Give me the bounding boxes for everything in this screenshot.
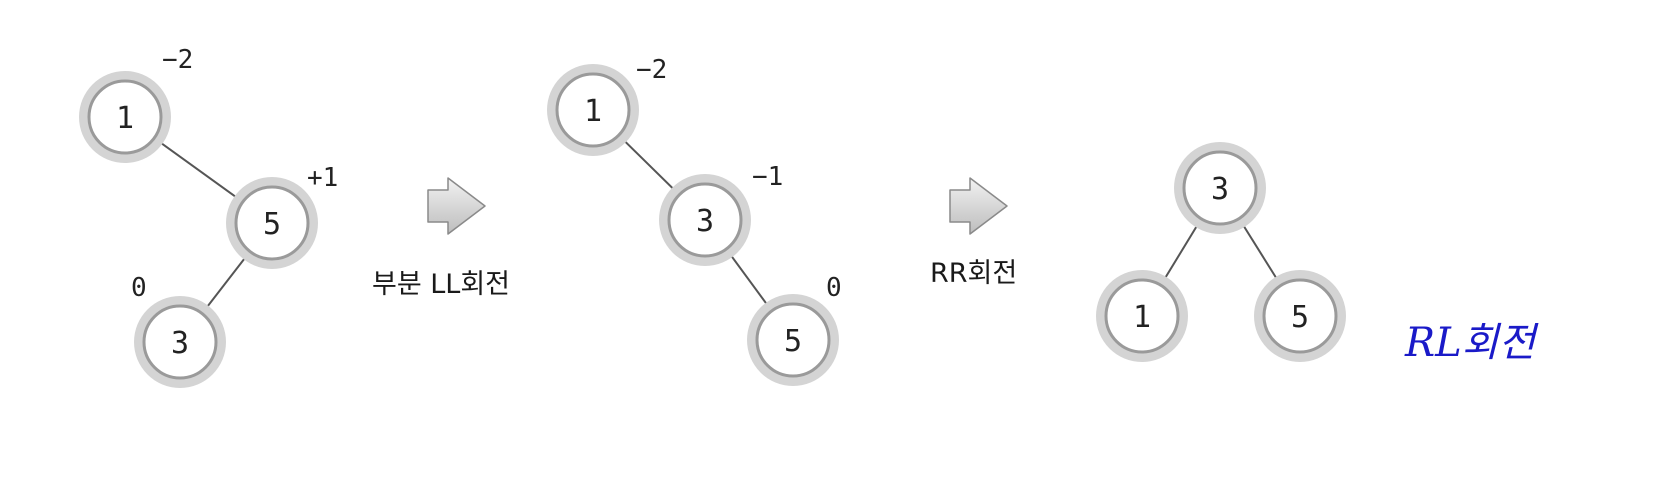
step-label: 부분 LL회전 <box>372 269 510 300</box>
node-value: 1 <box>584 94 602 129</box>
step-label: RR회전 <box>930 258 1017 289</box>
node-value: 5 <box>784 324 802 359</box>
tree-before: 1 −2 5 +1 3 0 <box>79 45 338 388</box>
node-circle <box>87 79 163 155</box>
node-value: 3 <box>696 204 714 239</box>
node-circle <box>1262 278 1338 354</box>
rotation-note: RL회전 <box>1404 320 1539 366</box>
tree-node: 1 <box>547 64 639 156</box>
node-value: 1 <box>1133 300 1151 335</box>
balance-factor: −1 <box>752 162 783 192</box>
balance-factor: 0 <box>826 273 842 303</box>
node-circle <box>1182 150 1258 226</box>
tree-node: 5 <box>747 294 839 386</box>
node-value: 5 <box>1291 300 1309 335</box>
step-ll: 부분 LL회전 <box>372 177 510 300</box>
node-value: 3 <box>171 326 189 361</box>
tree-after-rr: 3 1 5 <box>1096 142 1346 362</box>
balance-factor: +1 <box>307 163 338 193</box>
balance-factor: −2 <box>636 55 667 85</box>
node-circle <box>555 72 631 148</box>
node-circle <box>142 304 218 380</box>
node-circle <box>1104 278 1180 354</box>
tree-node: 3 <box>659 174 751 266</box>
tree-node: 1 <box>79 71 171 163</box>
tree-node: 5 <box>1254 270 1346 362</box>
step-rr: RR회전 <box>930 177 1017 289</box>
right-arrow-icon <box>427 177 486 235</box>
tree-node: 5 <box>226 177 318 269</box>
balance-factor: 0 <box>131 273 147 303</box>
node-value: 5 <box>263 207 281 242</box>
node-value: 3 <box>1211 172 1229 207</box>
balance-factor: −2 <box>162 45 193 75</box>
node-circle <box>667 182 743 258</box>
tree-node: 1 <box>1096 270 1188 362</box>
tree-after-ll: 1 −2 3 −1 5 0 <box>547 55 842 386</box>
tree-node: 3 <box>1174 142 1266 234</box>
node-circle <box>755 302 831 378</box>
node-circle <box>234 185 310 261</box>
tree-node: 3 <box>134 296 226 388</box>
right-arrow-icon <box>949 177 1008 235</box>
node-value: 1 <box>116 101 134 136</box>
